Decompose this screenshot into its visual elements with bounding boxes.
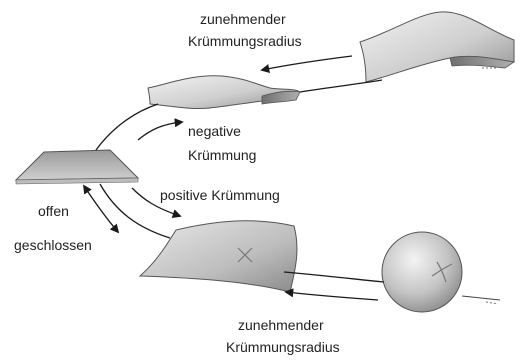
closed-label: geschlossen (14, 237, 92, 253)
negative-label-line2: Krümmung (188, 147, 256, 163)
negative-label-line1: negative (188, 123, 241, 139)
positively-curved-sheet (140, 221, 297, 292)
saddle-link-line (300, 80, 382, 92)
bottom-caption-line1: zunehmender (238, 317, 324, 333)
open-label: offen (38, 203, 69, 219)
saddle-surface-small (148, 76, 300, 109)
top-caption-line1: zunehmender (200, 11, 286, 27)
saddle-surface-large (360, 12, 514, 82)
flat-to-saddle-line (96, 104, 158, 150)
bottom-caption-line2: Krümmungsradius (226, 339, 340, 355)
flat-trapezoid-plane (16, 150, 138, 184)
bottom-radius-arrow (286, 292, 378, 300)
top-radius-arrow (262, 56, 352, 70)
open-closed-arrow (84, 186, 118, 232)
negative-curvature-arrow (138, 122, 182, 140)
sphere (382, 232, 500, 312)
top-caption-line2: Krümmungsradius (188, 33, 302, 49)
sheet-to-sphere-line (284, 272, 384, 282)
positive-label: positive Krümmung (160, 187, 280, 203)
